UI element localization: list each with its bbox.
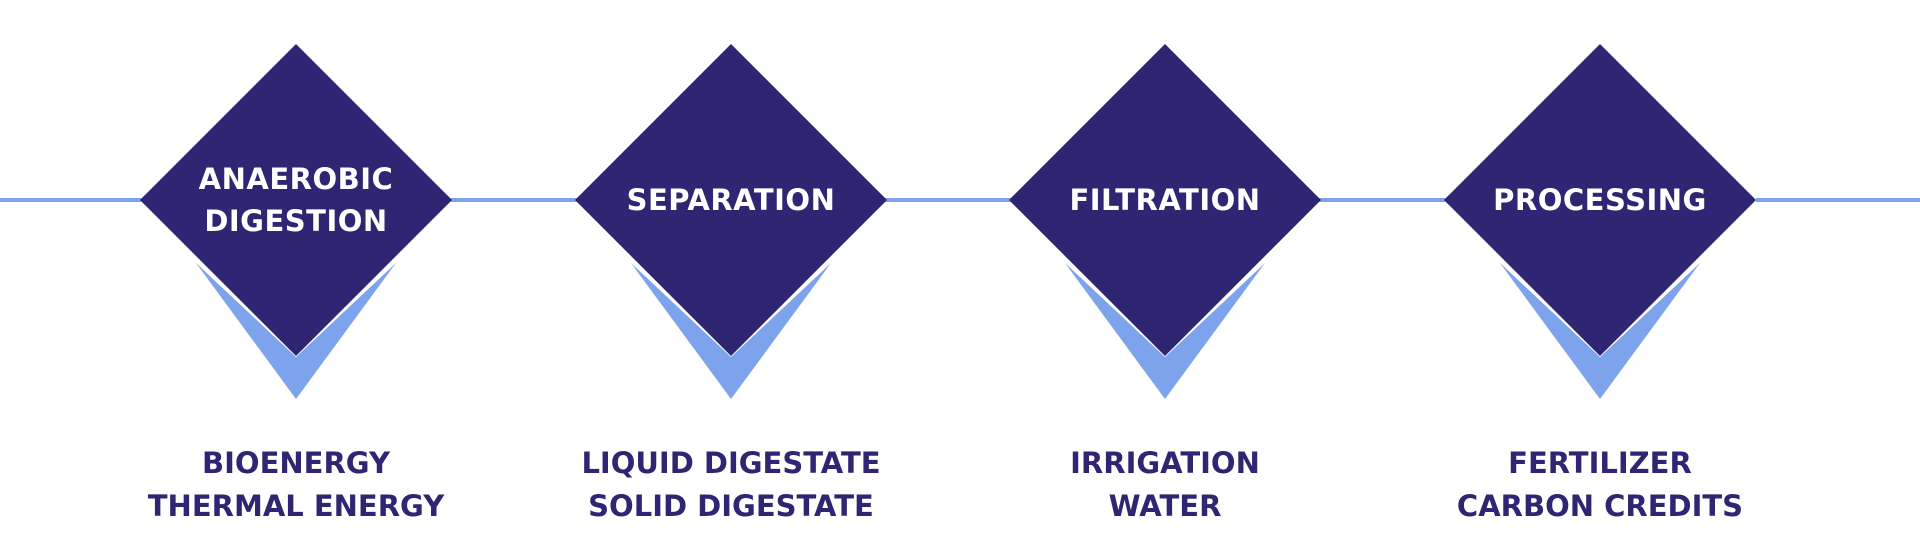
output-label: THERMAL ENERGY (147, 489, 445, 523)
connector-line-1-2 (450, 198, 578, 202)
stage-filtration: FILTRATION IRRIGATION WATER (945, 0, 1385, 560)
output-label: CARBON CREDITS (1456, 489, 1744, 523)
output-label: FERTILIZER (1508, 446, 1692, 480)
stage-anaerobic-digestion: ANAEROBIC DIGESTION BIOENERGY THERMAL EN… (76, 0, 516, 560)
output-label: LIQUID DIGESTATE (581, 446, 881, 480)
connector-line-3-4 (1318, 198, 1446, 202)
stage-processing: PROCESSING FERTILIZER CARBON CREDITS (1380, 0, 1820, 560)
diamond-shape (1009, 44, 1321, 356)
chevron-down-shape (1065, 263, 1265, 399)
output-label: IRRIGATION (1070, 446, 1260, 480)
output-label: BIOENERGY (202, 446, 390, 480)
stage-title: FILTRATION (1069, 183, 1261, 217)
connector-line-left (0, 198, 142, 202)
stage-diamond-shape (1009, 44, 1321, 399)
stage-diamond-shape (140, 44, 452, 399)
diamond-shape (575, 44, 887, 356)
connector-line-right (1756, 198, 1920, 202)
output-label: SOLID DIGESTATE (588, 489, 874, 523)
stage-title: SEPARATION (626, 183, 836, 217)
connector-line-2-3 (884, 198, 1012, 202)
stage-outputs: IRRIGATION WATER (945, 442, 1385, 528)
diamond-shape (1444, 44, 1756, 356)
chevron-down-shape (1500, 263, 1700, 399)
stage-diamond-shape (1444, 44, 1756, 399)
stage-outputs: BIOENERGY THERMAL ENERGY (76, 442, 516, 528)
stage-separation: SEPARATION LIQUID DIGESTATE SOLID DIGEST… (511, 0, 951, 560)
chevron-down-shape (196, 263, 396, 399)
stage-diamond-shape (575, 44, 887, 399)
stage-outputs: LIQUID DIGESTATE SOLID DIGESTATE (511, 442, 951, 528)
stage-outputs: FERTILIZER CARBON CREDITS (1380, 442, 1820, 528)
diamond-shape (140, 44, 452, 356)
chevron-down-shape (631, 263, 831, 399)
output-label: WATER (1108, 489, 1222, 523)
stage-title: ANAEROBIC DIGESTION (198, 162, 394, 238)
stage-title: PROCESSING (1493, 183, 1707, 217)
